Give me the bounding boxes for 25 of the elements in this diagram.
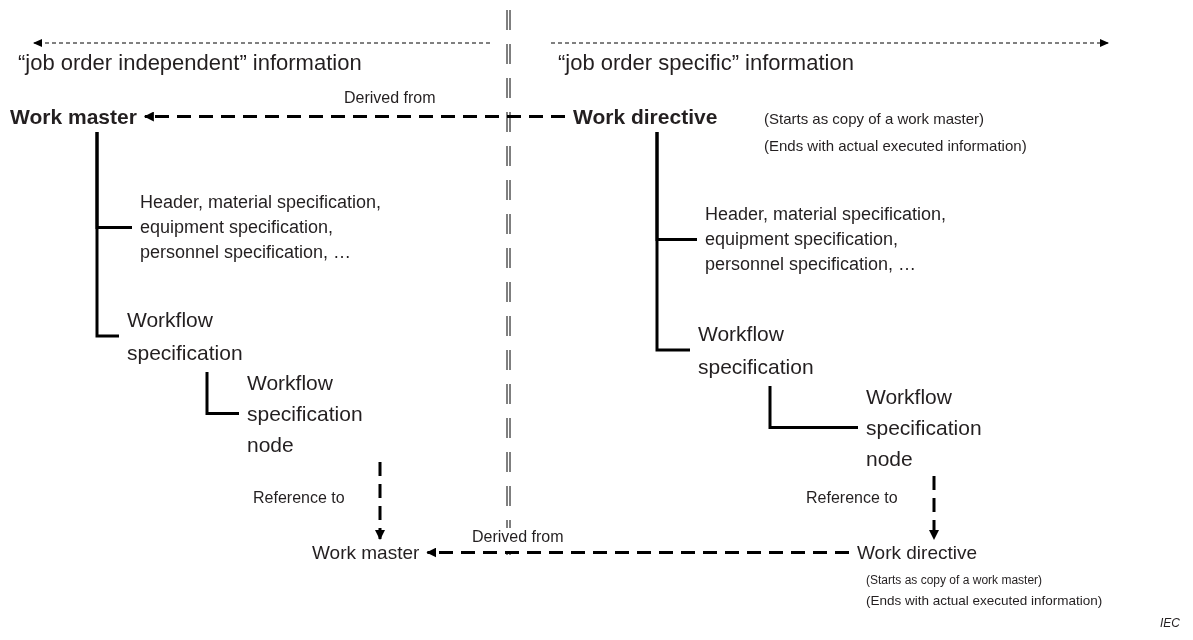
tree-item-text: Workflow specification — [127, 303, 277, 369]
tree-item-text: Workflow specification node — [247, 367, 397, 460]
spec-list-text: Header, material specification, equipment specification, personnel specification, … — [140, 190, 415, 265]
note-text: (Ends with actual executed information) — [764, 137, 1027, 154]
arrow — [375, 462, 385, 540]
note-text: (Ends with actual executed information) — [866, 593, 1103, 608]
connector-line — [768, 386, 858, 429]
connector-line — [655, 132, 690, 352]
arrow — [929, 476, 939, 540]
tree-heading: Work master — [10, 104, 137, 129]
tree-item-text: Workflow specification node — [866, 381, 1016, 474]
reference-target-text: Work master — [312, 541, 420, 564]
connector-line — [95, 132, 119, 338]
tree-heading: Work directive — [573, 104, 718, 129]
note-text: (Starts as copy of a work master) — [764, 110, 985, 127]
section-heading: “job order specific” information — [558, 50, 854, 76]
note-text: (Starts as copy of a work master) — [866, 573, 1043, 587]
connector-line — [205, 372, 239, 415]
arrow — [143, 111, 565, 122]
spec-list-text: Header, material specification, equipment specification, personnel specification, … — [705, 202, 980, 277]
tree-item-text: Workflow specification — [698, 317, 848, 383]
reference-target-text: Work directive — [857, 541, 977, 564]
source-mark: IEC — [1160, 616, 1180, 630]
section-heading: “job order independent” information — [18, 50, 362, 76]
arrow — [426, 547, 849, 558]
